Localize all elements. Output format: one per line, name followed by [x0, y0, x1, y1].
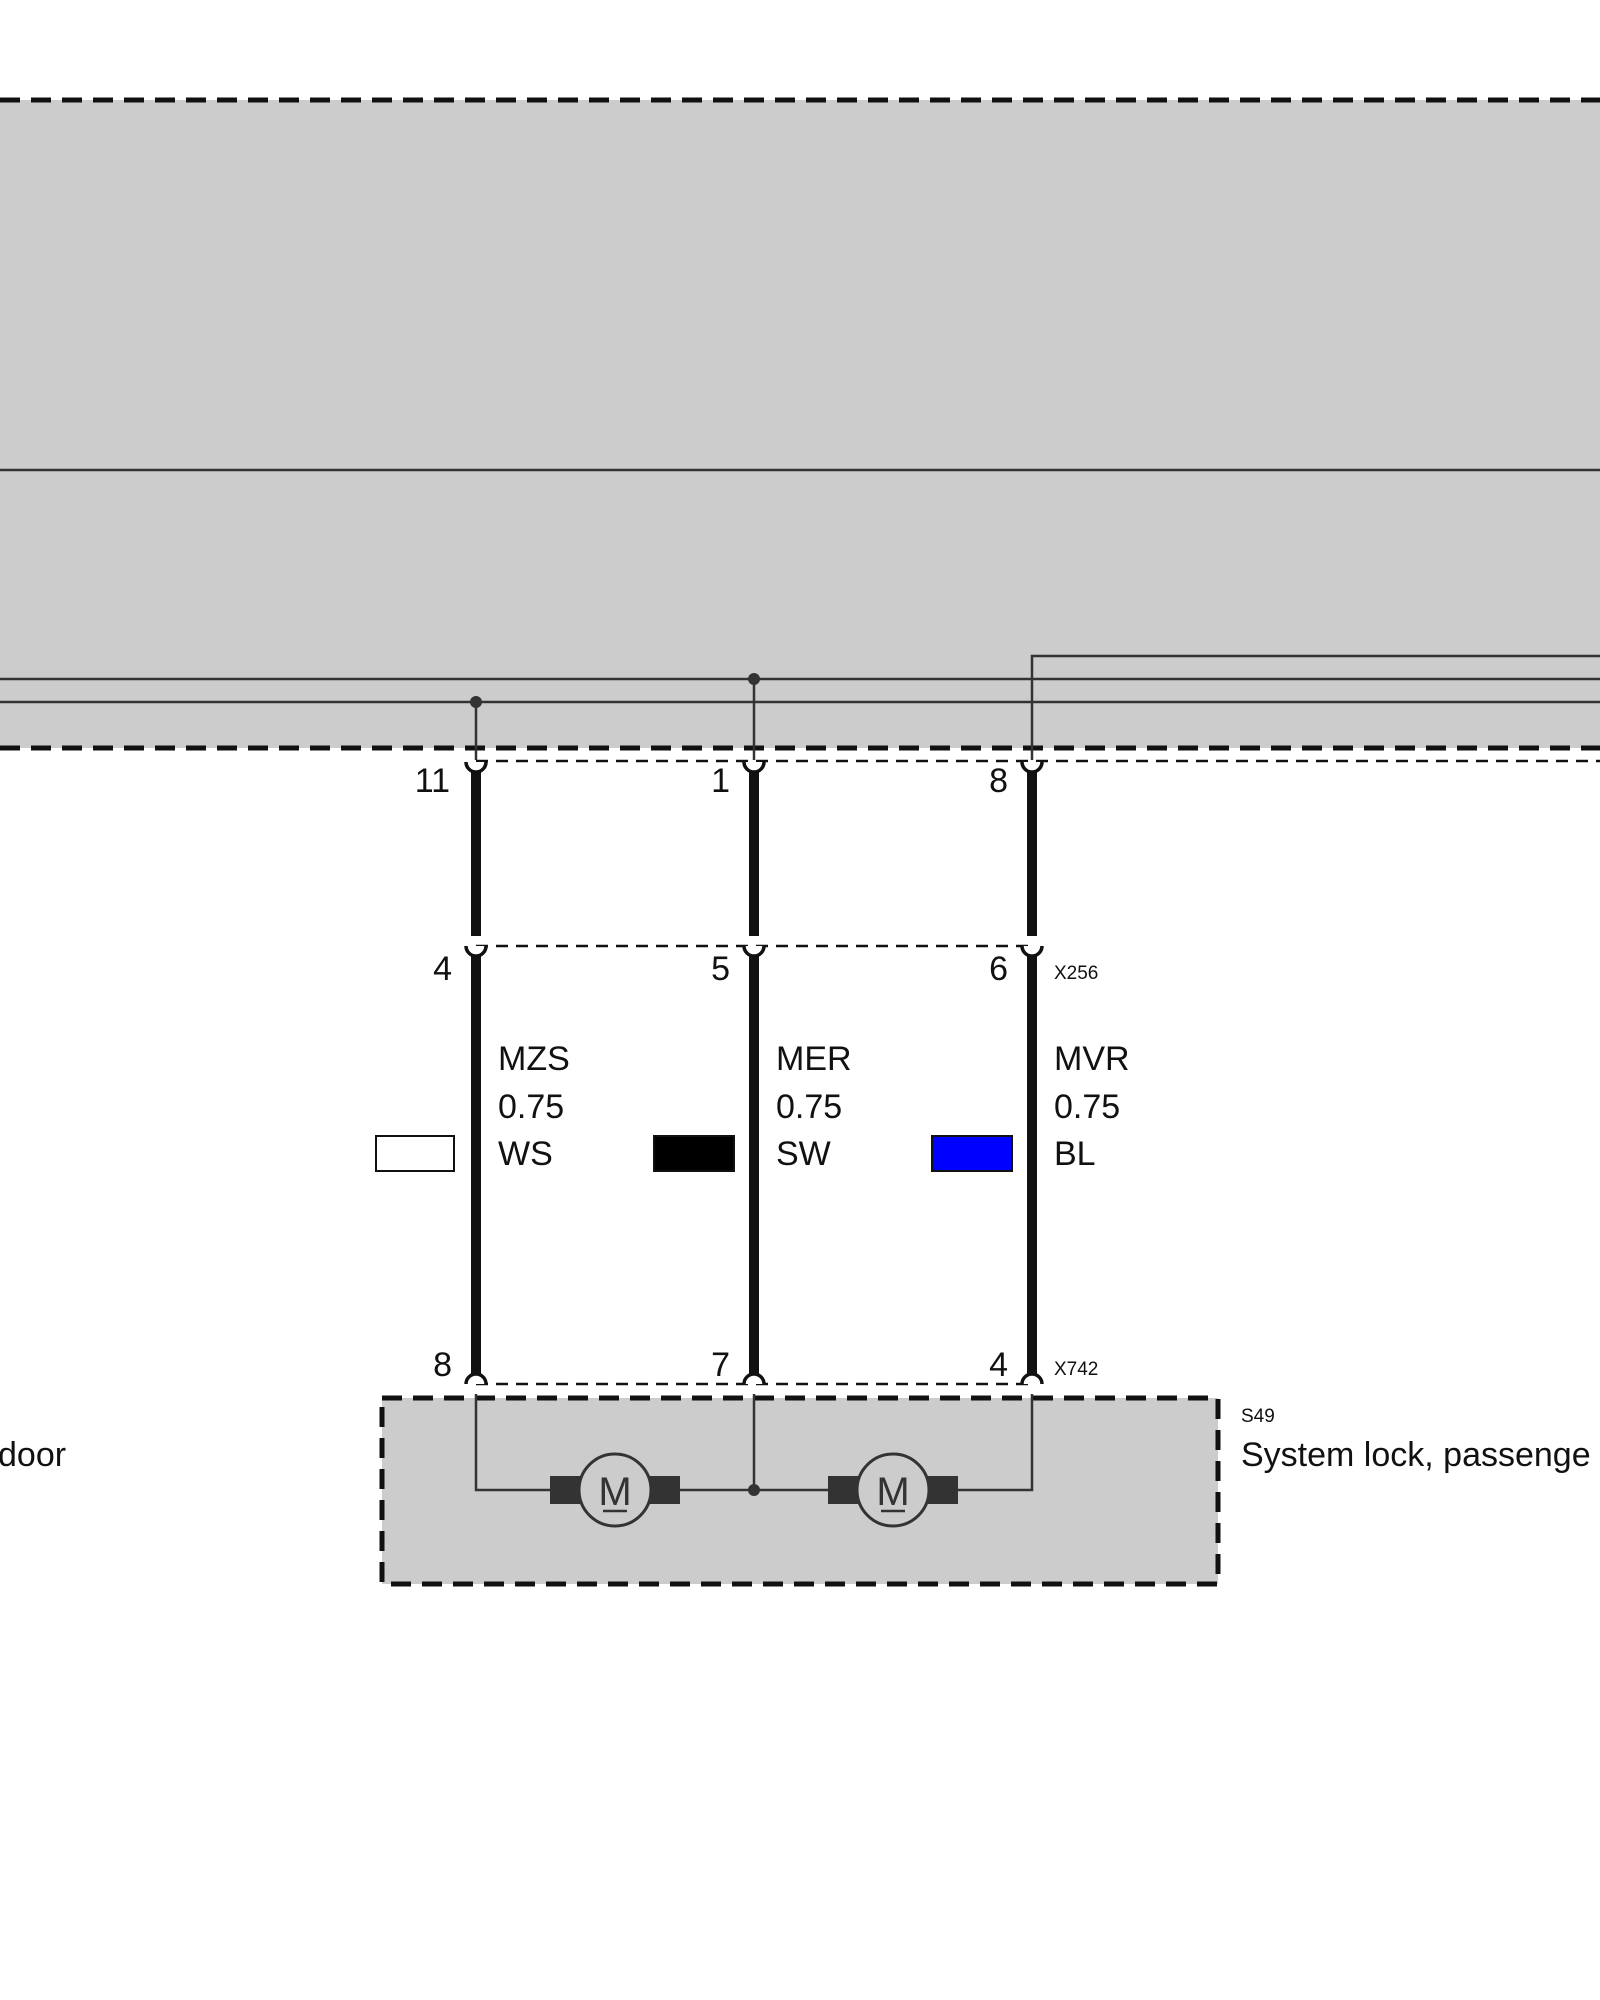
wire-color-swatch-white	[375, 1135, 455, 1172]
internal-bus-line	[1030, 654, 1600, 760]
pin-terminal-symbol	[742, 945, 766, 958]
pin-terminal-symbol	[1020, 761, 1044, 774]
motor-icon: M	[550, 1452, 680, 1528]
junction-dot	[470, 696, 482, 708]
wire-color-label: BL	[1054, 1135, 1096, 1173]
pin-number: 4	[989, 1346, 1008, 1384]
pin-number: 7	[711, 1346, 730, 1384]
component-id-s49: S49	[1241, 1406, 1275, 1427]
pin-terminal-symbol	[1020, 1372, 1044, 1385]
junction-dot	[748, 1484, 760, 1496]
component-label-s49: System lock, passenge	[1241, 1436, 1591, 1474]
wire-color-label: SW	[776, 1135, 831, 1173]
wire-color-label: WS	[498, 1135, 553, 1173]
wire-color-swatch-black	[653, 1135, 735, 1172]
wire-name-label: MZS	[498, 1040, 570, 1078]
pin-number: 6	[989, 950, 1008, 988]
pin-terminal-symbol	[464, 761, 488, 774]
wire-size-label: 0.75	[498, 1088, 564, 1126]
motor-symbol-label: M	[598, 1470, 631, 1514]
pin-terminal-symbol	[742, 1372, 766, 1385]
wire-name-label: MER	[776, 1040, 852, 1078]
internal-wire	[474, 1394, 550, 1492]
pin-number: 8	[433, 1346, 452, 1384]
motor-symbol-label: M	[876, 1470, 909, 1514]
pin-number: 5	[711, 950, 730, 988]
pin-number: 4	[433, 950, 452, 988]
pin-number: 1	[711, 762, 730, 800]
motor-icon: M	[828, 1452, 958, 1528]
control-module-box	[0, 100, 1600, 748]
pin-terminal-symbol	[464, 1372, 488, 1385]
internal-wire	[958, 1394, 1034, 1492]
pin-terminal-symbol	[464, 945, 488, 958]
pin-terminal-symbol	[1020, 945, 1044, 958]
wire-size-label: 0.75	[776, 1088, 842, 1126]
pin-terminal-symbol	[742, 761, 766, 774]
junction-dot	[748, 673, 760, 685]
wire-size-label: 0.75	[1054, 1088, 1120, 1126]
connector-id-x256: X256	[1054, 963, 1098, 984]
pin-number: 11	[415, 762, 450, 800]
pin-number: 8	[989, 762, 1008, 800]
wire-color-swatch-blue	[931, 1135, 1013, 1172]
wire-name-label: MVR	[1054, 1040, 1130, 1078]
component-label-partial: door	[0, 1436, 66, 1474]
connector-id-x742: X742	[1054, 1359, 1098, 1380]
